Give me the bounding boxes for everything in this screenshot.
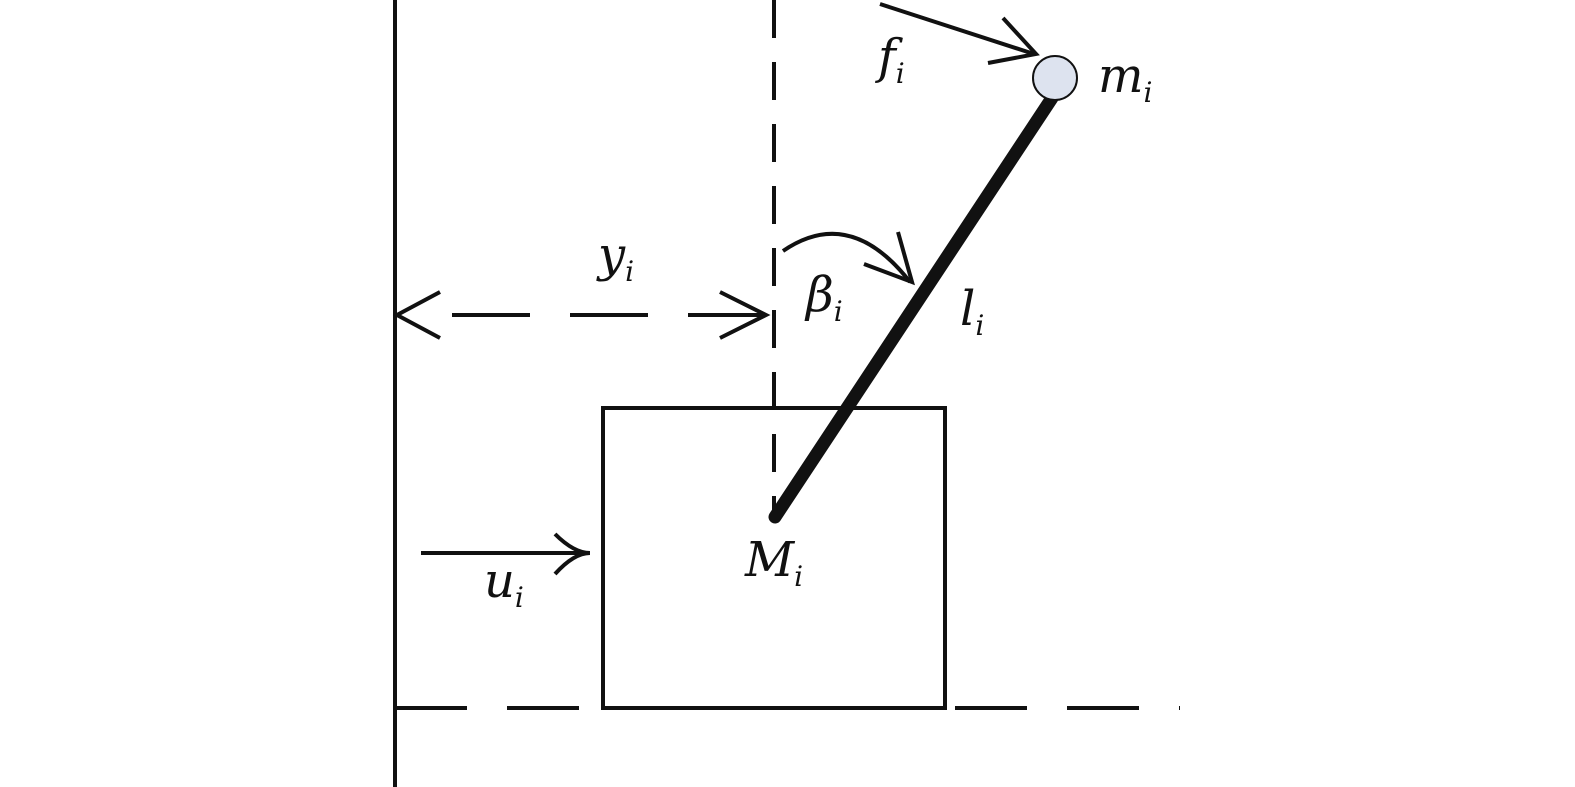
displacement-arrowhead-left — [392, 290, 441, 340]
force-label: fi — [875, 29, 905, 90]
angle-label: βi — [804, 267, 843, 328]
pendulum-rod — [768, 91, 1059, 524]
force-arrow-line — [879, 2, 1035, 56]
control-input-label: ui — [484, 553, 524, 614]
cart-mass-label: Mi — [744, 532, 803, 593]
angle-arc — [781, 231, 912, 284]
force-arrowhead — [987, 16, 1040, 65]
rod-length-label: li — [960, 281, 984, 342]
angle-arrowhead — [863, 231, 915, 286]
displacement-label: yi — [596, 227, 634, 288]
pendulum-bob — [1032, 55, 1078, 101]
pendulum-mass-label: mi — [1098, 48, 1152, 109]
control-input-arrowhead — [553, 532, 591, 576]
displacement-arrowhead-right — [719, 290, 771, 340]
